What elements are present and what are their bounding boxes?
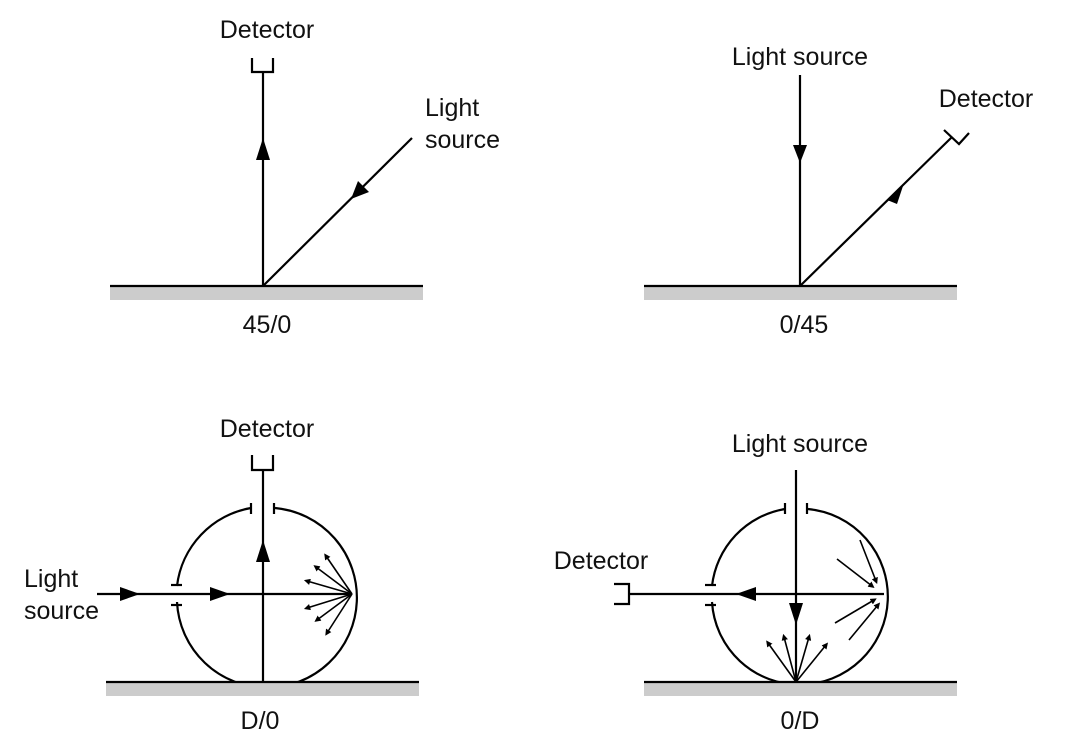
detector-icon xyxy=(250,455,275,472)
integrating-sphere-right xyxy=(710,507,889,686)
arrow-right-icon xyxy=(120,587,140,601)
integrating-sphere-upper-left xyxy=(175,506,252,587)
sample-surface xyxy=(644,286,957,300)
arrow-down-icon xyxy=(793,145,807,163)
panel-45-0: Detector Light source 45/0 xyxy=(110,16,500,339)
panel-0-D: Light source Detector 0/D xyxy=(554,430,957,735)
light-source-label: Light source xyxy=(732,43,868,71)
wall-ray xyxy=(834,598,877,624)
scatter-ray xyxy=(313,565,353,595)
sphere-wall-rays xyxy=(834,539,881,641)
reflected-beam xyxy=(799,136,953,287)
arrow-right-icon xyxy=(210,587,230,601)
scatter-ray xyxy=(303,593,353,611)
scatter-ray xyxy=(314,593,353,622)
sample-surface xyxy=(644,682,957,696)
arrow-down-icon xyxy=(789,603,803,625)
arrow-left-icon xyxy=(736,587,756,601)
wall-ray xyxy=(848,602,881,641)
detector-label: Detector xyxy=(554,547,648,575)
light-source-label: Light source xyxy=(732,430,868,458)
diffuse-reflection-rays xyxy=(766,633,829,683)
arrow-up-icon xyxy=(256,138,270,160)
sample-surface xyxy=(106,682,419,696)
detector-label: Detector xyxy=(220,16,314,44)
panel-caption: D/0 xyxy=(241,707,280,735)
reflection-ray xyxy=(795,642,829,683)
sample-surface xyxy=(110,286,423,300)
reflection-ray xyxy=(766,640,797,683)
panel-D-0: Detector Light source D/0 xyxy=(24,415,419,735)
integrating-sphere-right xyxy=(175,506,358,689)
scatter-ray xyxy=(324,553,353,595)
reflection-ray xyxy=(781,633,797,683)
reflection-ray xyxy=(795,633,812,683)
panel-caption: 0/45 xyxy=(780,311,829,339)
panel-caption: 45/0 xyxy=(243,311,292,339)
scatter-ray xyxy=(303,578,353,595)
light-source-label-line2: source xyxy=(24,597,99,625)
integrating-sphere-upper-left xyxy=(710,507,786,587)
wall-ray xyxy=(859,539,878,584)
light-source-label-line1: Light xyxy=(425,94,479,122)
detector-icon xyxy=(614,582,631,606)
light-source-label-line1: Light xyxy=(24,565,78,593)
detector-icon xyxy=(943,129,970,146)
arrow-up-icon xyxy=(256,540,270,562)
detector-label: Detector xyxy=(939,85,1033,113)
incident-beam xyxy=(262,137,413,287)
wall-ray xyxy=(836,558,875,588)
diffuse-scatter-rays xyxy=(303,553,353,636)
arrow-down-left-icon xyxy=(351,181,369,199)
arrow-up-right-icon xyxy=(887,183,904,204)
panel-caption: 0/D xyxy=(781,707,820,735)
light-source-label-line2: source xyxy=(425,126,500,154)
scatter-ray xyxy=(325,593,353,636)
panel-0-45: Light source Detector 0/45 xyxy=(644,43,1033,339)
detector-label: Detector xyxy=(220,415,314,443)
detector-icon xyxy=(250,58,275,74)
